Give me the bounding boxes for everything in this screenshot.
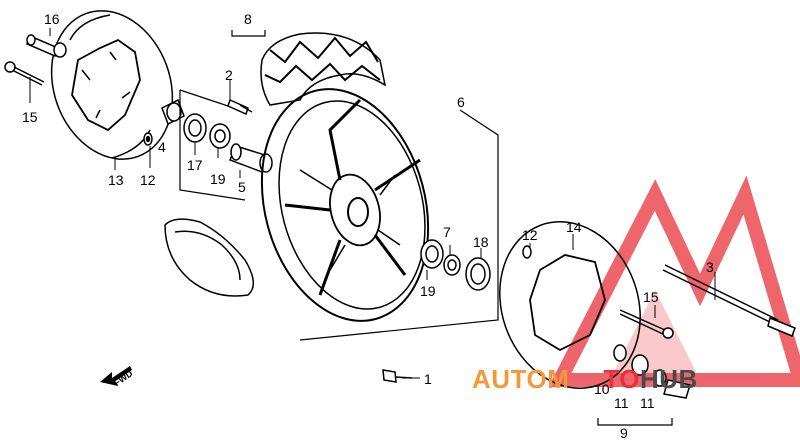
callout-12-right: 12 [522, 227, 538, 243]
callout-9: 9 [620, 425, 628, 441]
seal-19-right [420, 239, 444, 269]
callout-10: 10 [594, 381, 610, 397]
callout-4: 4 [158, 139, 166, 155]
collar-7 [443, 254, 461, 276]
callout-18: 18 [473, 234, 489, 250]
bracket-9 [597, 418, 673, 426]
bolt-16 [26, 34, 67, 58]
callout-5: 5 [238, 179, 246, 195]
callout-8: 8 [244, 11, 252, 27]
callout-3: 3 [706, 259, 714, 275]
left-brake-disc [50, 10, 174, 160]
axle-3 [662, 264, 796, 337]
right-brake-disc [499, 221, 641, 389]
bearing-17 [183, 113, 207, 143]
fwd-arrow-icon [100, 366, 132, 386]
seal-19-left [209, 123, 231, 149]
callout-13: 13 [108, 172, 124, 188]
leader-8 [231, 30, 266, 37]
wheel-rim-6 [260, 88, 430, 322]
watermark-part3: HUB [640, 364, 698, 394]
callout-6: 6 [457, 94, 465, 110]
watermark-part1: AUTOM [472, 364, 570, 394]
callout-14: 14 [566, 219, 582, 235]
bolt-15-right [619, 309, 674, 339]
callout-19-left: 19 [210, 171, 226, 187]
callout-7: 7 [443, 224, 451, 240]
seal-18 [465, 257, 491, 291]
callout-15-right: 15 [643, 289, 659, 305]
spacer-left [161, 98, 185, 126]
callout-11-b: 11 [640, 395, 655, 411]
bolt-1 [382, 369, 413, 383]
bolt-15-left [4, 61, 45, 86]
callout-2: 2 [225, 67, 233, 83]
watermark-text: AUTOM TOHUB [472, 366, 698, 392]
watermark-part2: TO [603, 364, 640, 394]
callout-15-left: 15 [22, 109, 38, 125]
washer-12-right [522, 245, 532, 259]
tube [164, 218, 254, 297]
callout-12-left: 12 [140, 172, 156, 188]
callout-1: 1 [424, 371, 432, 387]
callout-17: 17 [187, 157, 203, 173]
leader-6 [299, 109, 499, 341]
valve-2 [227, 98, 253, 116]
nut-stack [613, 344, 691, 399]
tire-8 [260, 32, 387, 106]
leader-lines [29, 28, 716, 379]
callout-16: 16 [44, 11, 60, 27]
washer-12-left [143, 132, 153, 146]
callout-19-right: 19 [420, 283, 436, 299]
watermark-logo [548, 175, 800, 387]
callout-11-a: 11 [614, 395, 629, 411]
